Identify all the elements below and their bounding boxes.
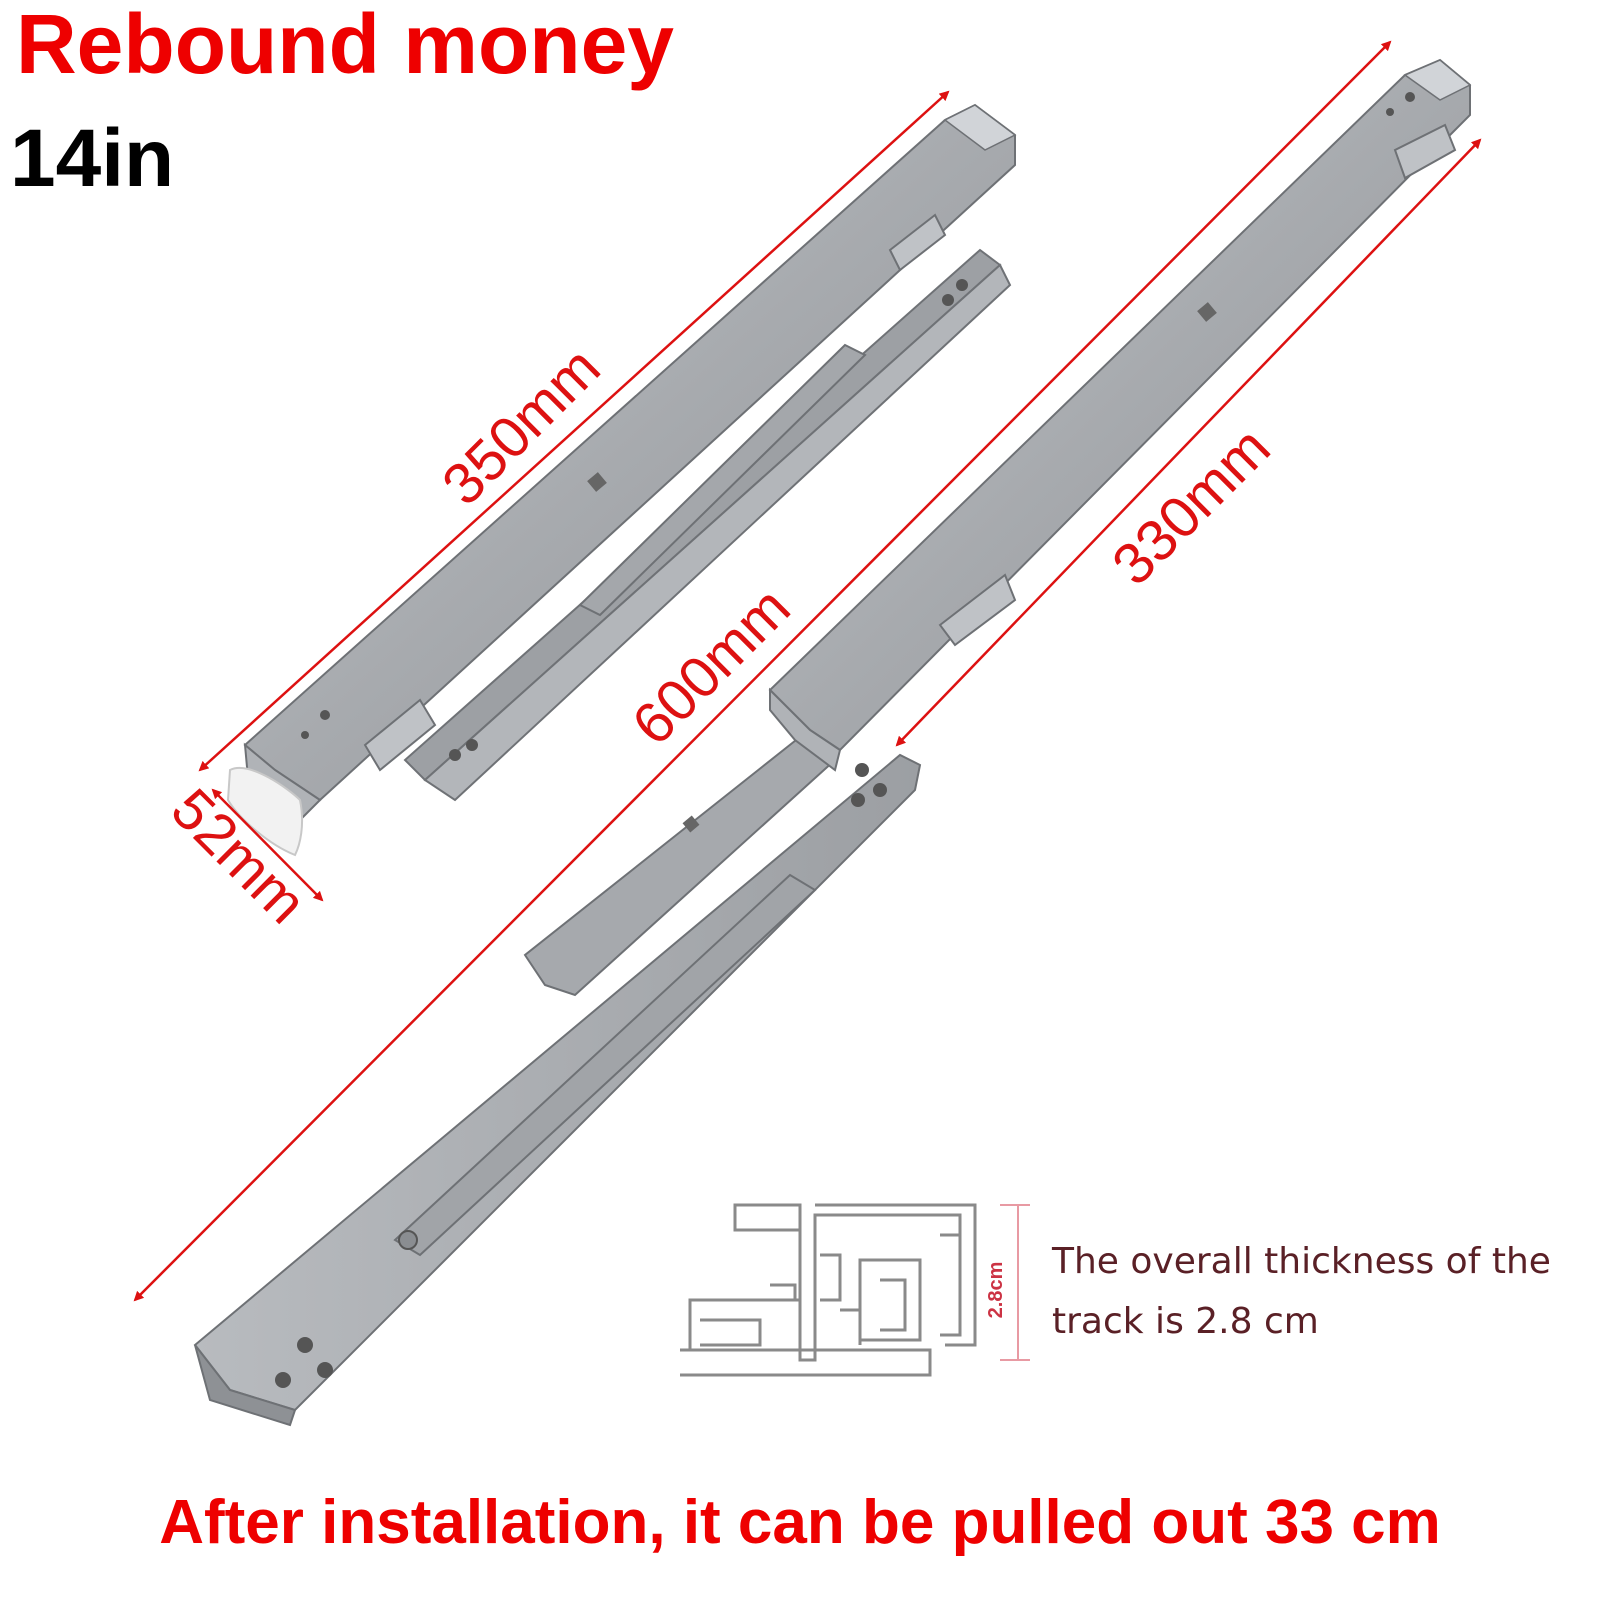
cross-section-thickness-label: 2.8cm xyxy=(985,1262,1007,1319)
closed-drawer-slide xyxy=(226,103,1017,857)
footer-caption: After installation, it can be pulled out… xyxy=(159,1488,1441,1557)
cross-section-diagram xyxy=(680,1203,977,1377)
thickness-note: The overall thickness of the track is 2.… xyxy=(1052,1232,1592,1352)
